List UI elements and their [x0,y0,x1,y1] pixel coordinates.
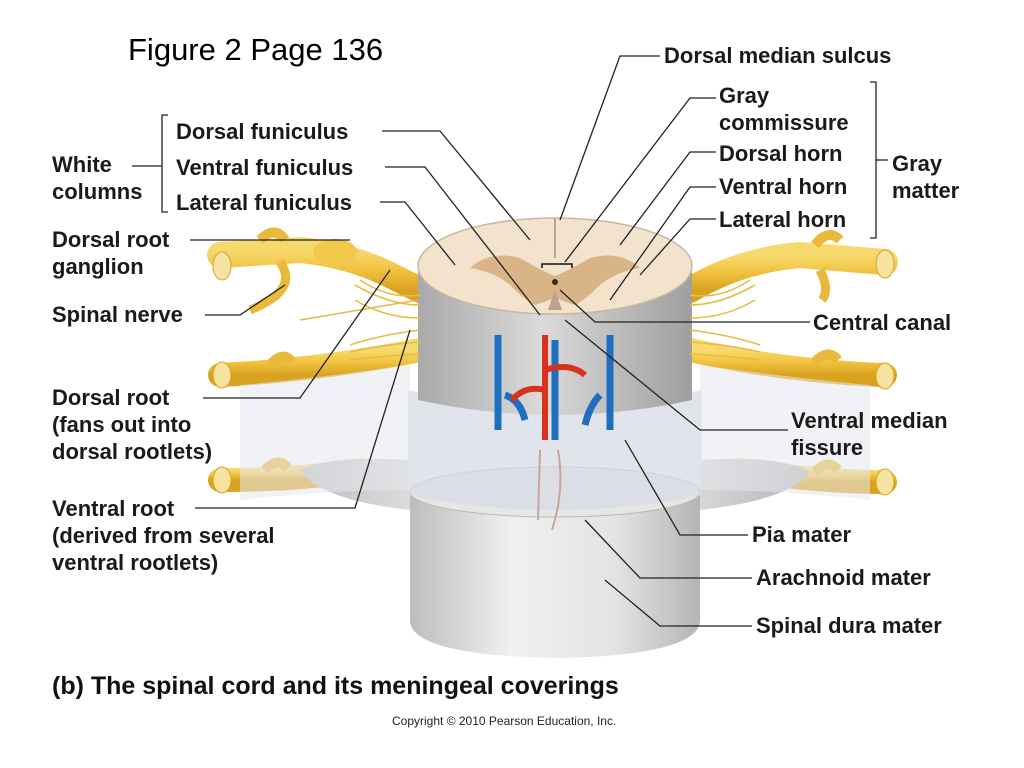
label-gray-commissure-line2: commissure [719,110,849,135]
label-spinal-dura-mater: Spinal dura mater [756,613,942,638]
label-dorsal-median-sulcus: Dorsal median sulcus [664,43,892,68]
label-dorsal-funiculus: Dorsal funiculus [176,119,349,144]
label-gray-matter: Gray matter [892,150,959,204]
label-dorsal-root-line1: Dorsal root [52,385,170,410]
leader-lines [132,55,888,627]
label-dorsal-root-line3: dorsal rootlets) [52,439,213,464]
label-ventral-root: Ventral root (derived from several ventr… [52,495,275,576]
figure-caption: (b) The spinal cord and its meningeal co… [52,672,619,700]
label-gray-commissure: Gray commissure [719,82,849,136]
label-gray-commissure-line1: Gray [719,83,770,108]
label-ventral-root-line1: Ventral root [52,496,175,521]
label-ventral-median-fissure-line2: fissure [791,435,864,460]
label-ventral-funiculus: Ventral funiculus [176,155,354,180]
figure-heading: Figure 2 Page 136 [128,32,384,67]
label-ventral-root-line3: ventral rootlets) [52,550,219,575]
label-dorsal-root-ganglion-line2: ganglion [52,254,144,279]
blood-vessels [494,335,614,531]
label-dorsal-root: Dorsal root (fans out into dorsal rootle… [52,384,212,465]
label-dorsal-root-ganglion-line1: Dorsal root [52,227,170,252]
label-lateral-funiculus: Lateral funiculus [176,190,353,215]
label-dorsal-horn: Dorsal horn [719,141,843,166]
label-white-columns-line1: White [52,152,112,177]
label-arachnoid-mater: Arachnoid mater [756,565,931,590]
label-dorsal-root-ganglion: Dorsal root ganglion [52,226,169,280]
label-ventral-root-line2: (derived from several [52,523,275,548]
copyright-notice: Copyright © 2010 Pearson Education, Inc. [392,714,617,728]
cord-cross-section [417,217,693,315]
left-rootlets [349,279,421,361]
label-white-columns: White columns [52,151,142,205]
label-pia-mater: Pia mater [752,522,852,547]
right-rootlets [689,279,761,361]
label-ventral-horn: Ventral horn [719,174,848,199]
label-ventral-median-fissure: Ventral median fissure [791,407,948,461]
arachnoid-mater-shape [240,365,870,510]
label-dorsal-root-line2: (fans out into [52,412,192,437]
label-gray-matter-line2: matter [892,178,960,203]
label-central-canal: Central canal [813,310,952,335]
label-white-columns-line2: columns [52,179,143,204]
label-spinal-nerve: Spinal nerve [52,302,183,327]
label-gray-matter-line1: Gray [892,151,943,176]
label-ventral-median-fissure-line1: Ventral median [791,408,948,433]
label-lateral-horn: Lateral horn [719,207,847,232]
